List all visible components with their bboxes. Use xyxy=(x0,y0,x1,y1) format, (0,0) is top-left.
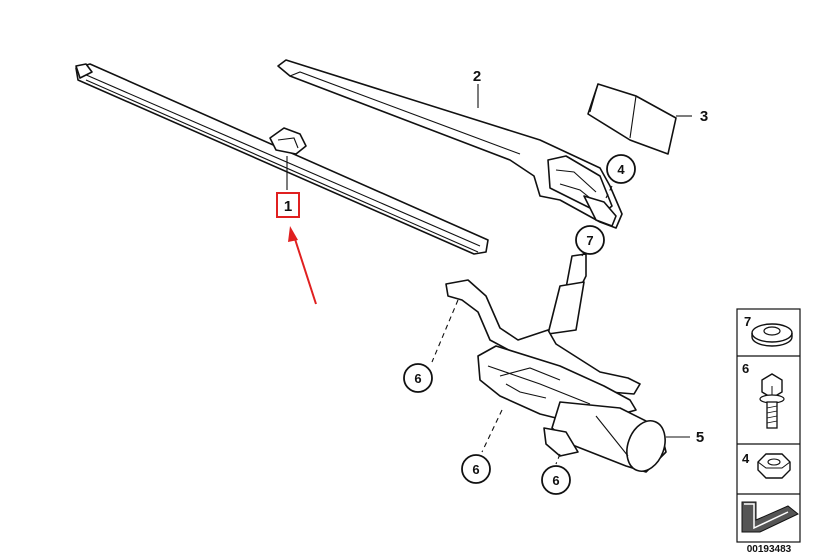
wiper-blade[interactable] xyxy=(75,63,489,255)
callout-6c[interactable]: 6 xyxy=(552,473,559,488)
bolt-icon xyxy=(759,373,785,429)
leader-line-6c xyxy=(555,453,561,465)
callout-1-highlight xyxy=(276,192,300,218)
return-arrow-icon xyxy=(741,501,799,533)
callout-4[interactable]: 4 xyxy=(617,162,625,177)
reference-number: 00193483 xyxy=(747,544,792,555)
callout-4-circle xyxy=(606,154,636,184)
leader-line-6a xyxy=(431,299,459,363)
legend-label-6: 6 xyxy=(742,361,749,376)
callout-6a[interactable]: 6 xyxy=(414,371,421,386)
cover-cap[interactable] xyxy=(587,83,677,155)
callout-6b[interactable]: 6 xyxy=(472,462,479,477)
legend-label-7: 7 xyxy=(744,314,751,329)
callout-7-circle xyxy=(575,225,605,255)
legend-label-4: 4 xyxy=(742,451,750,466)
callout-3[interactable]: 3 xyxy=(700,108,708,125)
callout-6b-circle xyxy=(461,454,491,484)
red-pointer-arrow xyxy=(288,226,317,305)
fastener-legend: 7 6 4 xyxy=(736,308,801,543)
callout-5[interactable]: 5 xyxy=(696,429,704,446)
callout-6a-circle xyxy=(403,363,433,393)
callout-2[interactable]: 2 xyxy=(473,68,481,85)
leader-line-6b xyxy=(481,409,503,453)
callout-7[interactable]: 7 xyxy=(586,233,593,248)
hex-nut-icon xyxy=(757,453,791,479)
washer-icon xyxy=(751,323,793,347)
wiper-arm[interactable] xyxy=(277,59,623,229)
callout-6c-circle xyxy=(541,465,571,495)
leader-line-4 xyxy=(605,185,613,199)
callout-1[interactable]: 1 xyxy=(284,198,292,215)
wiper-motor[interactable] xyxy=(445,253,672,477)
